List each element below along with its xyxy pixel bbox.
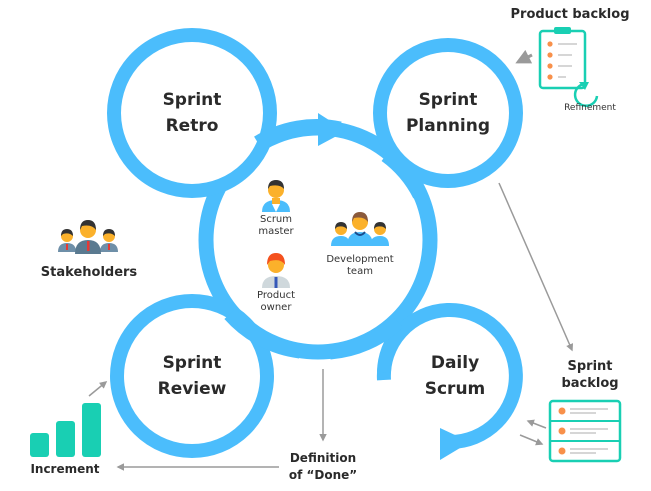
sprint-planning-ring (373, 38, 523, 188)
backlog-to-planning-arrow (515, 49, 533, 64)
product-owner-icon (262, 253, 290, 288)
daily-to-sprint-backlog-arrow (519, 434, 544, 446)
sprint-retro-ring (107, 28, 277, 198)
cycle-arrow-icon (573, 82, 599, 108)
definition-of-done-label: Definition of “Done” (288, 451, 358, 482)
central-arrowhead (318, 113, 346, 146)
scrum-master-label: Scrum master (258, 214, 294, 237)
sprint-review-ring (110, 294, 274, 458)
sprint-review-label: Sprint Review (157, 353, 227, 399)
development-team-icon (331, 212, 389, 246)
product-owner-label: Product owner (257, 290, 295, 313)
stakeholders-label: Stakeholders (40, 265, 138, 280)
stakeholders-icon (58, 220, 118, 254)
daily-scrum-arrowhead (440, 428, 470, 460)
increment-to-review-arrow (88, 381, 108, 397)
sprint-retro-label: Sprint Retro (162, 90, 222, 136)
scrum-master-icon (262, 180, 290, 212)
product-backlog-label: Product backlog (510, 7, 630, 22)
development-team-label: Development team (326, 254, 394, 277)
sprint-planning-label: Sprint Planning (405, 90, 491, 136)
stacked-list-icon (548, 399, 622, 463)
clipboard-list-icon (538, 27, 587, 90)
refinement-label: Refinement (564, 103, 616, 113)
planning-to-sprint-backlog-arrow (498, 182, 574, 352)
bar-growth-icon (30, 403, 101, 457)
daily-scrum-label: Daily Scrum (424, 353, 486, 399)
sprint-backlog-to-daily-arrow (526, 419, 547, 429)
increment-label: Increment (30, 462, 100, 476)
sprint-backlog-label: Sprint backlog (561, 359, 619, 391)
